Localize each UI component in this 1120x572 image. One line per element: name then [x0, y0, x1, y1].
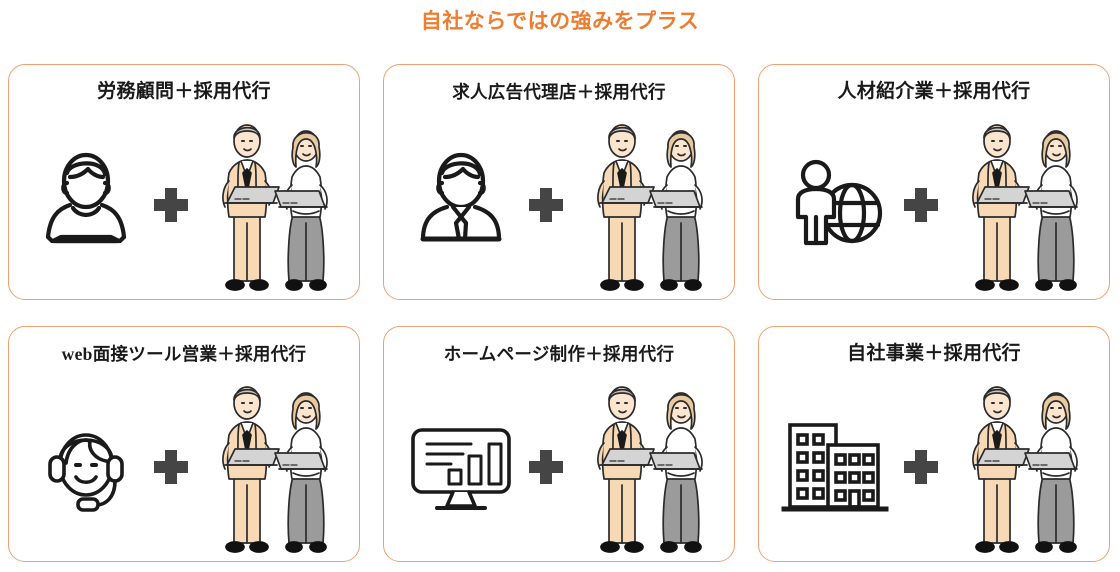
two-people-with-laptops-illustration — [944, 371, 1109, 563]
service-card-5[interactable]: ホームページ制作＋採用代行 — [383, 326, 735, 562]
page-title: 自社ならではの強みをプラス — [420, 9, 700, 33]
service-card-1[interactable]: 労務顧問＋採用代行 — [8, 64, 360, 300]
service-card-3[interactable]: 人材紹介業＋採用代行 — [758, 64, 1110, 300]
service-card-1-body — [9, 109, 359, 301]
service-card-3-body — [759, 109, 1109, 301]
plus-icon — [523, 382, 569, 552]
two-people-with-laptops-illustration — [569, 371, 734, 563]
service-card-6[interactable]: 自社事業＋採用代行 — [758, 326, 1110, 562]
two-people-with-laptops-illustration — [194, 371, 359, 563]
businessman-bust-icon — [398, 120, 523, 290]
person-at-laptop-icon — [23, 120, 148, 290]
headset-operator-icon — [23, 382, 148, 552]
service-card-4-body — [9, 371, 359, 563]
service-card-grid: 労務顧問＋採用代行 — [8, 64, 1112, 562]
plus-icon — [898, 120, 944, 290]
service-card-1-title: 労務顧問＋採用代行 — [97, 81, 271, 102]
service-card-4-title: web面接ツール営業＋採用代行 — [61, 344, 307, 364]
two-people-with-laptops-illustration — [944, 109, 1109, 301]
service-card-6-body — [759, 371, 1109, 563]
service-card-5-title: ホームページ制作＋採用代行 — [443, 344, 675, 364]
plus-icon — [523, 120, 569, 290]
service-card-3-title: 人材紹介業＋採用代行 — [837, 81, 1031, 102]
plus-icon — [898, 382, 944, 552]
service-card-4[interactable]: web面接ツール営業＋採用代行 — [8, 326, 360, 562]
service-card-6-title: 自社事業＋採用代行 — [847, 343, 1021, 364]
service-card-2-title: 求人広告代理店＋採用代行 — [452, 82, 666, 102]
service-card-2[interactable]: 求人広告代理店＋採用代行 — [383, 64, 735, 300]
service-card-2-body — [384, 109, 734, 301]
monitor-bar-chart-icon — [398, 382, 523, 552]
two-people-with-laptops-illustration — [194, 109, 359, 301]
service-card-5-body — [384, 371, 734, 563]
person-with-globe-icon — [773, 120, 898, 290]
office-buildings-icon — [773, 382, 898, 552]
plus-icon — [148, 120, 194, 290]
plus-icon — [148, 382, 194, 552]
two-people-with-laptops-illustration — [569, 109, 734, 301]
